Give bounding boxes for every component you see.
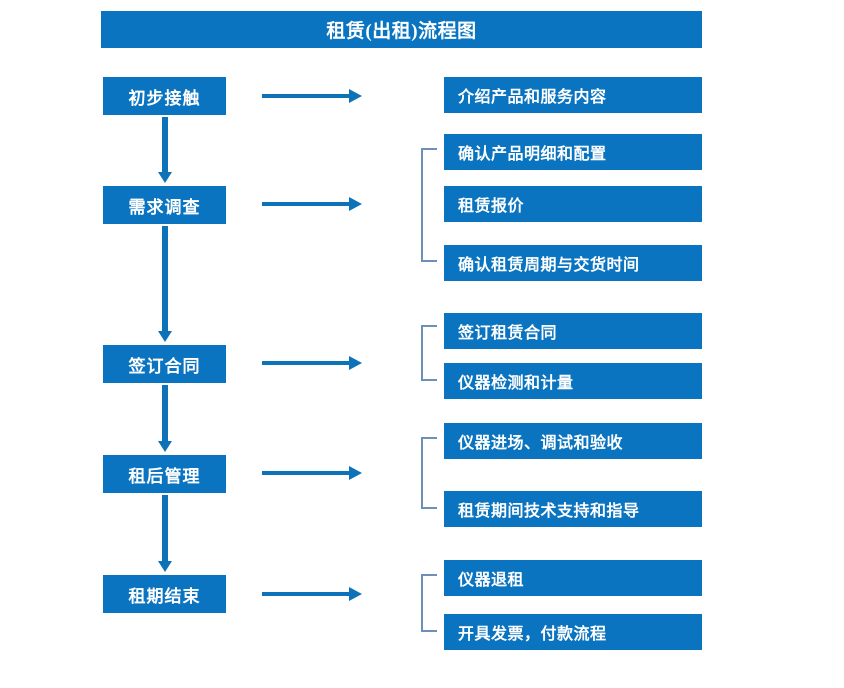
stage-box-3[interactable]: 签订合同 xyxy=(103,345,226,383)
detail-box-7[interactable]: 仪器进场、调试和验收 xyxy=(444,423,702,459)
vertical-arrow-2 xyxy=(158,226,172,342)
detail-box-6[interactable]: 仪器检测和计量 xyxy=(444,363,702,399)
detail-box-10[interactable]: 开具发票，付款流程 xyxy=(444,614,702,650)
arrow-head-down-icon xyxy=(158,172,172,183)
arrow-shaft xyxy=(262,471,349,475)
horizontal-arrow-1 xyxy=(262,89,362,103)
horizontal-arrow-3 xyxy=(262,356,362,370)
arrow-shaft xyxy=(162,495,168,561)
detail-box-3[interactable]: 租赁报价 xyxy=(444,186,702,222)
arrow-head-down-icon xyxy=(158,331,172,342)
flowchart-title: 租赁(出租)流程图 xyxy=(101,11,702,48)
detail-box-8[interactable]: 租赁期间技术支持和指导 xyxy=(444,491,702,527)
detail-box-9[interactable]: 仪器退租 xyxy=(444,560,702,596)
arrow-shaft xyxy=(262,592,349,596)
horizontal-arrow-5 xyxy=(262,587,362,601)
detail-box-1[interactable]: 介绍产品和服务内容 xyxy=(444,77,702,113)
stage-box-1[interactable]: 初步接触 xyxy=(103,77,226,115)
arrow-head-down-icon xyxy=(158,561,172,572)
group-bracket-2 xyxy=(421,148,437,262)
detail-box-2[interactable]: 确认产品明细和配置 xyxy=(444,134,702,170)
arrow-head-right-icon xyxy=(349,89,362,103)
arrow-head-down-icon xyxy=(158,441,172,452)
detail-box-4[interactable]: 确认租赁周期与交货时间 xyxy=(444,245,702,281)
vertical-arrow-1 xyxy=(158,117,172,183)
stage-box-5[interactable]: 租期结束 xyxy=(103,575,226,613)
arrow-shaft xyxy=(162,117,168,172)
group-bracket-4 xyxy=(421,437,437,509)
arrow-shaft xyxy=(262,202,349,206)
arrow-head-right-icon xyxy=(349,587,362,601)
arrow-shaft xyxy=(162,385,168,441)
arrow-head-right-icon xyxy=(349,197,362,211)
arrow-shaft xyxy=(162,226,168,331)
arrow-head-right-icon xyxy=(349,356,362,370)
arrow-head-right-icon xyxy=(349,466,362,480)
vertical-arrow-3 xyxy=(158,385,172,452)
group-bracket-5 xyxy=(421,574,437,632)
horizontal-arrow-4 xyxy=(262,466,362,480)
horizontal-arrow-2 xyxy=(262,197,362,211)
vertical-arrow-4 xyxy=(158,495,172,572)
group-bracket-3 xyxy=(421,325,437,381)
detail-box-5[interactable]: 签订租赁合同 xyxy=(444,313,702,349)
stage-box-4[interactable]: 租后管理 xyxy=(103,455,226,493)
arrow-shaft xyxy=(262,361,349,365)
stage-box-2[interactable]: 需求调查 xyxy=(103,186,226,224)
arrow-shaft xyxy=(262,94,349,98)
